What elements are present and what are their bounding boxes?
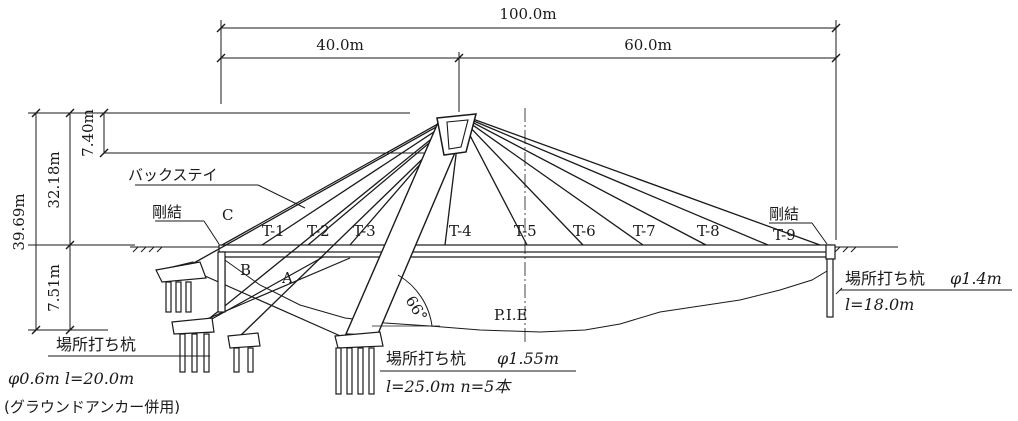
piles-left-top	[165, 281, 192, 313]
cable-end-line	[469, 117, 821, 246]
lower-height-label: 7.51m	[45, 264, 63, 312]
pile-center-diameter: φ1.55m	[497, 349, 559, 368]
cable-t8-line	[467, 119, 707, 246]
piles-left-low	[233, 347, 254, 373]
cable-labels: T-1 T-2 T-3 T-4 T-5 T-6 T-7 T-8 T-9	[262, 222, 796, 244]
cable-t7-line	[466, 120, 644, 246]
backstay-label: バックステイ	[128, 166, 218, 184]
cable-t6-line	[464, 121, 584, 246]
point-a-label: A	[281, 269, 293, 287]
cable-label-t9: T-9	[773, 226, 796, 244]
point-b-label: B	[240, 261, 251, 279]
stay-cables	[444, 117, 821, 246]
rigid-joint-right-label: 剛結	[769, 205, 799, 223]
cable-label-t1: T-1	[262, 222, 285, 240]
pie-label: P.I.E	[494, 306, 527, 324]
cable-label-t2: T-2	[307, 222, 330, 240]
cable-label-t5: T-5	[514, 222, 537, 240]
total-height-label: 39.69m	[10, 193, 28, 250]
angle-label: 66°	[402, 293, 431, 325]
ground-line	[130, 246, 898, 253]
abutment-right	[825, 244, 836, 260]
pile-left-spec: φ0.6m l=20.0m	[8, 369, 134, 388]
top-offset-label: 7.40m	[79, 109, 97, 157]
pile-right-title: 場所打ち杭	[845, 269, 925, 288]
pile-right	[826, 258, 834, 318]
cable-label-t4: T-4	[449, 222, 472, 240]
footing-left-low	[227, 332, 261, 349]
leader-lines	[48, 184, 1012, 372]
point-c-label: C	[222, 206, 233, 224]
foundations	[155, 244, 836, 395]
pile-right-diameter: φ1.4m	[950, 269, 1002, 288]
pile-left-note: (グラウンドアンカー併用)	[4, 398, 180, 416]
piles-left-mid	[179, 333, 210, 373]
footing-left-top	[155, 261, 207, 283]
angle-arc	[397, 274, 433, 327]
cable-label-t8: T-8	[697, 222, 720, 240]
cable-label-t7: T-7	[633, 222, 656, 240]
footing-left-mid	[171, 317, 215, 335]
dimension-ticks	[31, 23, 841, 335]
cable-t5-line	[462, 121, 528, 246]
terrain-profile	[221, 257, 833, 333]
left-span-label: 40.0m	[316, 36, 364, 54]
dimension-lines	[28, 20, 837, 331]
piles-main	[335, 347, 375, 395]
pylon	[344, 113, 478, 337]
pile-center-spec: l=25.0m n=5本	[386, 377, 512, 396]
total-span-label: 100.0m	[499, 5, 556, 23]
deck-girder	[218, 244, 833, 258]
pile-left-title: 場所打ち杭	[56, 335, 136, 354]
footing-main	[334, 331, 384, 349]
cable-label-t6: T-6	[573, 222, 596, 240]
right-span-label: 60.0m	[624, 36, 672, 54]
column-left	[217, 251, 226, 313]
cable-t9-line	[468, 118, 769, 246]
rigid-joint-left-label: 剛結	[152, 203, 182, 221]
pile-center-title: 場所打ち杭	[386, 349, 466, 368]
pile-right-length: l=18.0m	[845, 295, 914, 314]
upper-height-label: 32.18m	[45, 151, 63, 208]
cable-label-t3: T-3	[353, 222, 376, 240]
